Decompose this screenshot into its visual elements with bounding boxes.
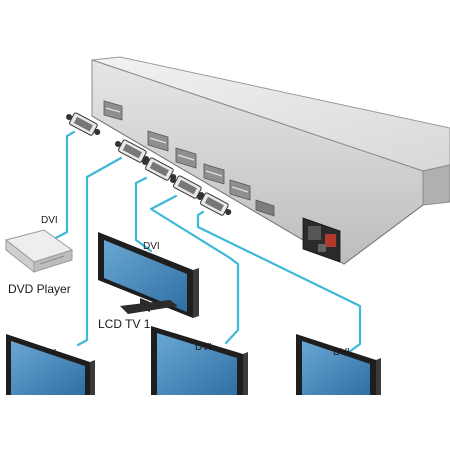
dvi-connectors xyxy=(65,112,232,216)
dvi-output-port-2 xyxy=(175,147,197,169)
lcd-tv-3 xyxy=(151,326,248,395)
serial-port xyxy=(255,199,275,217)
dvi-plug-output-2 xyxy=(141,157,177,181)
unit-side-panel xyxy=(422,164,450,206)
lcd-tv-1 xyxy=(98,232,199,318)
dvi-output-port-4 xyxy=(229,179,251,201)
dvi-label-dvd-cable: DVI xyxy=(41,215,58,226)
dvd-player xyxy=(4,229,74,274)
dvi-distributor-unit xyxy=(91,56,450,265)
cable-output-2-to-tv-1 xyxy=(134,176,153,253)
dvi-plug-output-3 xyxy=(169,175,205,199)
lcd-tv-1-label: LCD TV 1 xyxy=(98,317,151,331)
dvi-input-port xyxy=(103,100,123,121)
lcd-tv-2 xyxy=(6,334,95,395)
dvi-plug-input xyxy=(65,112,101,136)
dvi-plug-output-1 xyxy=(114,139,150,163)
cable-output-4-to-tv-4 xyxy=(196,210,362,354)
dvi-label-tv1-cable: DVI xyxy=(143,241,160,252)
power-inlet xyxy=(302,217,341,263)
cable-dvd-to-input xyxy=(50,130,76,242)
cable-output-1-to-tv-2 xyxy=(76,156,123,347)
dvd-player-label: DVD Player xyxy=(8,282,71,296)
cables xyxy=(50,130,362,354)
dvi-label-tv4-cable: DVI xyxy=(333,347,350,358)
dvi-label-tv2-cable: DVI xyxy=(47,349,57,355)
dvi-output-port-3 xyxy=(203,163,225,185)
dvi-output-port-1 xyxy=(147,130,169,152)
dvi-plug-output-4 xyxy=(196,192,232,216)
dvi-label-tv3-cable: DVI xyxy=(195,342,212,353)
lcd-tv-4 xyxy=(296,334,381,395)
cable-output-3-to-tv-3 xyxy=(149,194,240,345)
